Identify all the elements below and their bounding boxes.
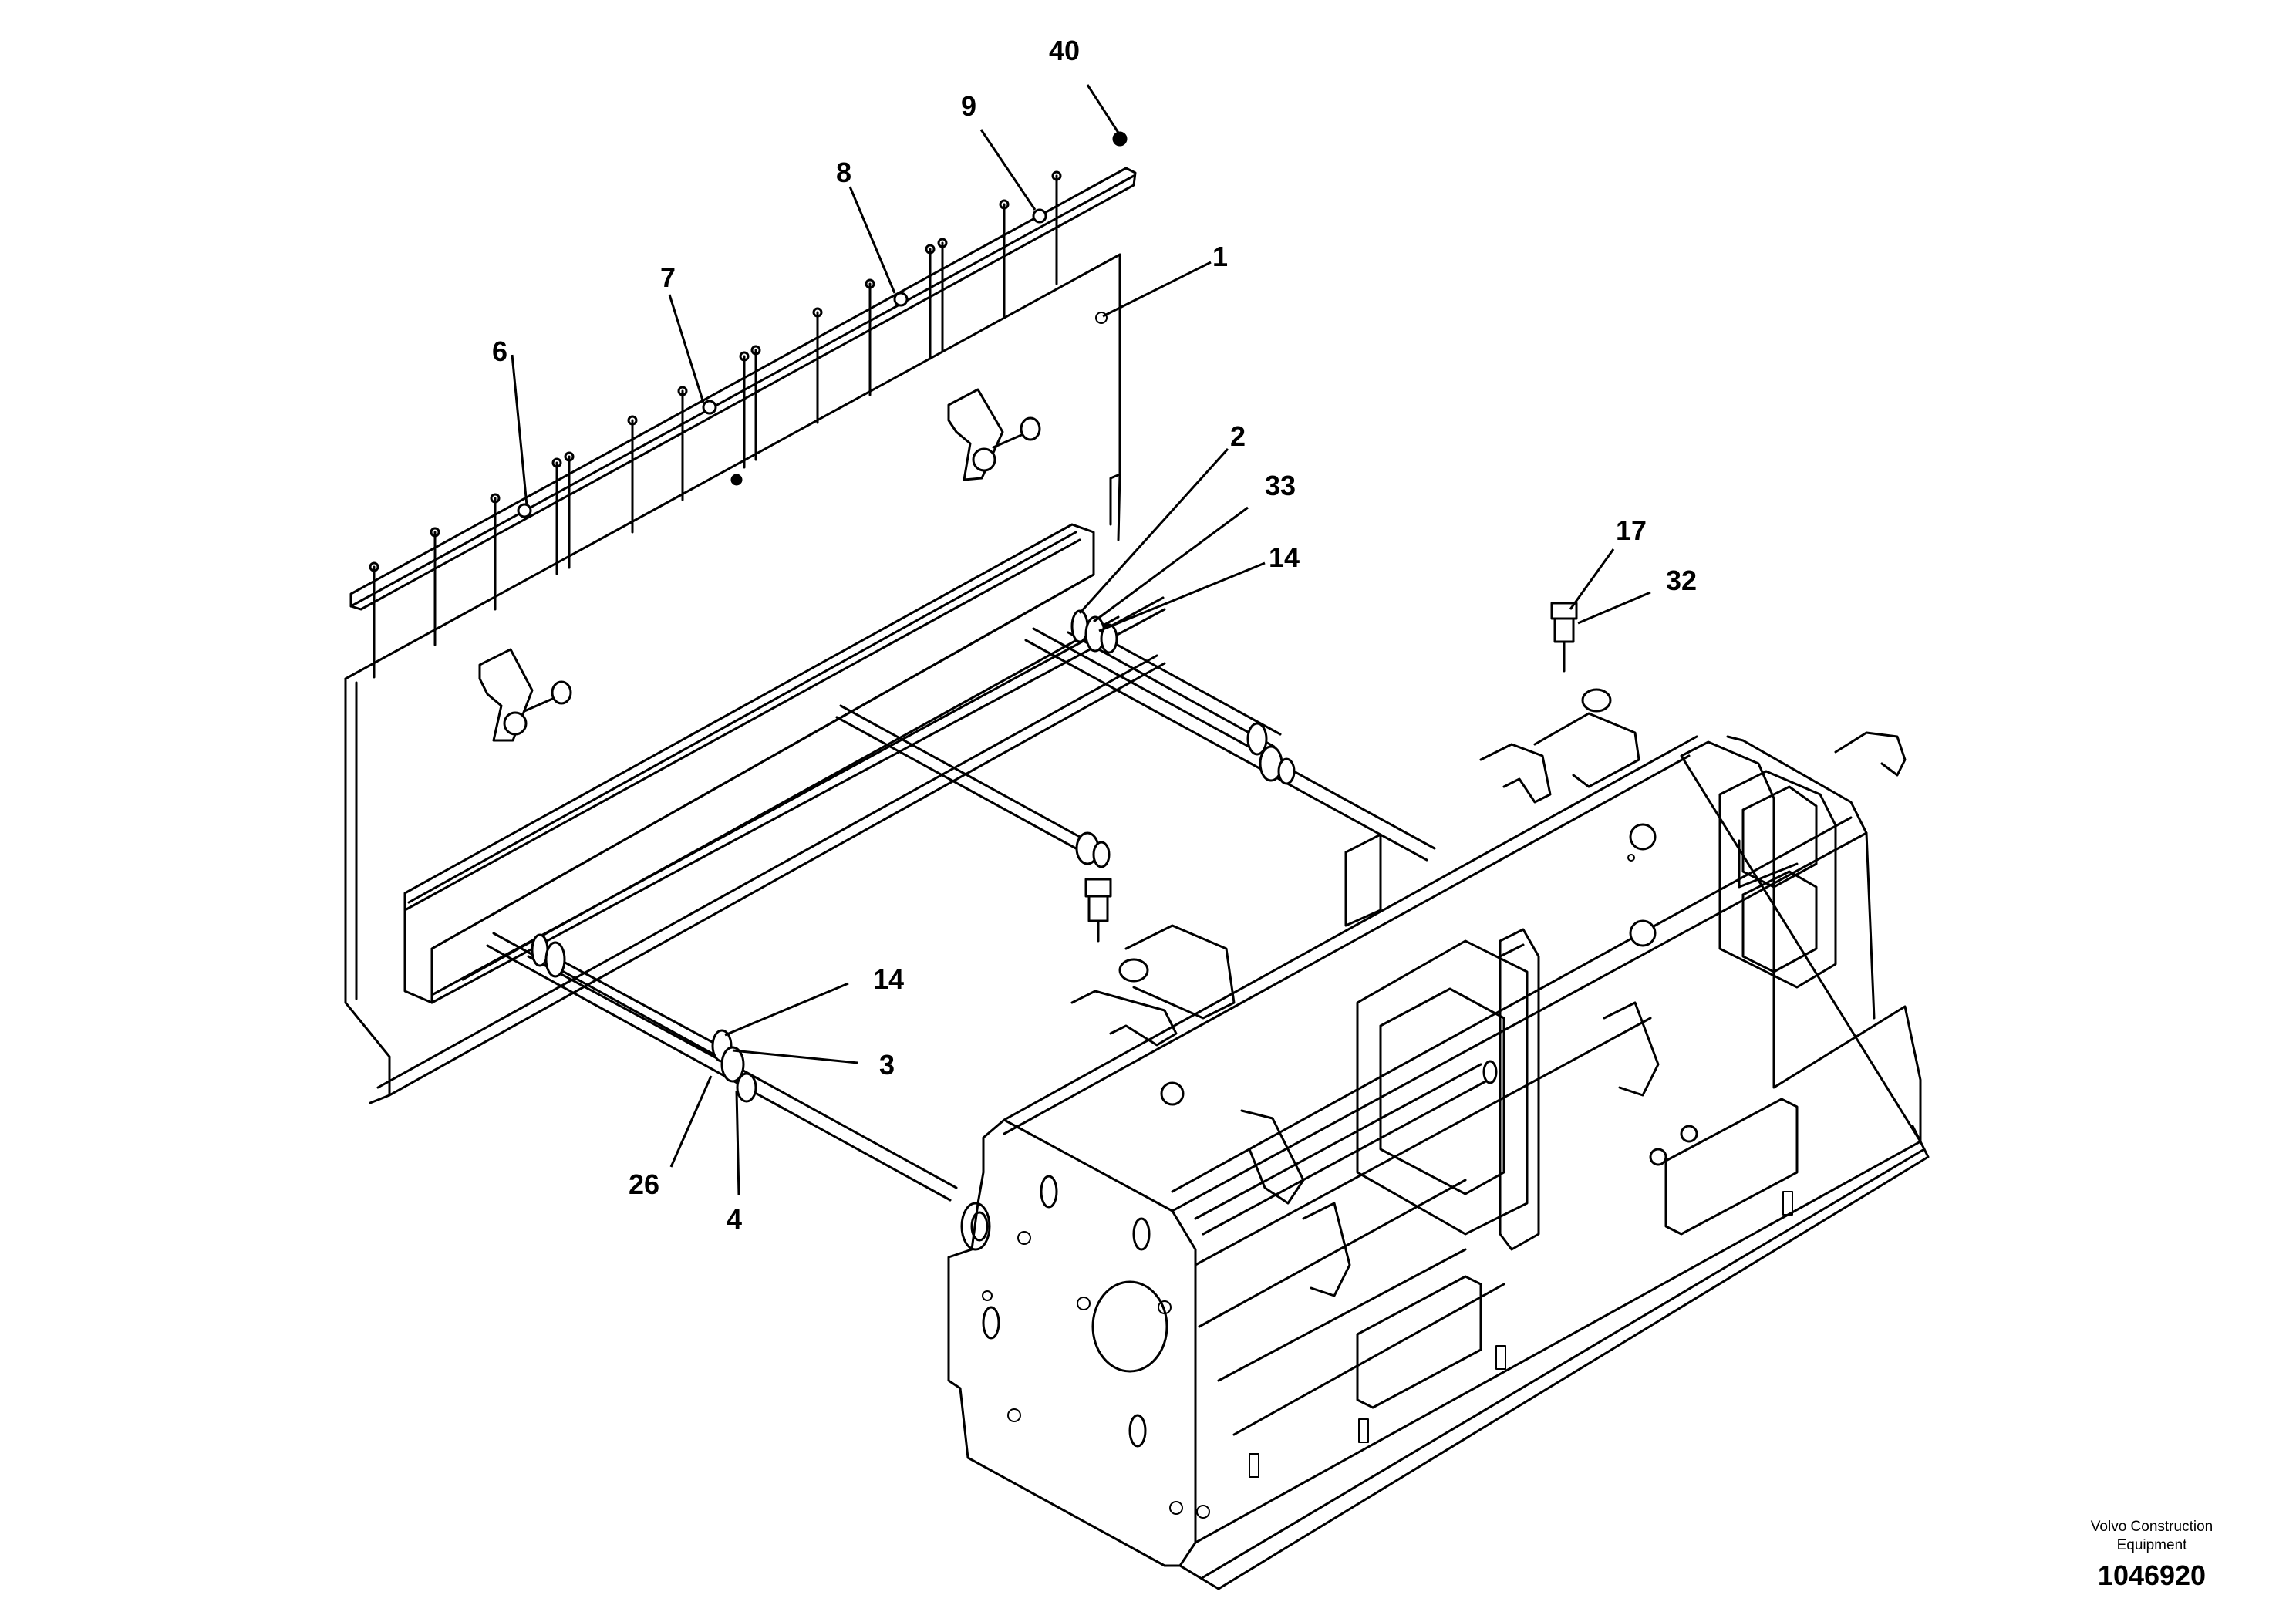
callout-4: 4 xyxy=(727,1203,742,1235)
strip-screws xyxy=(369,170,1062,679)
brand-line-1: Volvo Construction xyxy=(2090,1519,2213,1535)
drawing-number: 1046920 xyxy=(2097,1560,2207,1591)
callout-40: 40 xyxy=(1049,35,1080,66)
callout-14-upper: 14 xyxy=(1269,541,1300,573)
callout-33: 33 xyxy=(1265,470,1296,501)
callout-32: 32 xyxy=(1666,565,1697,596)
main-frame xyxy=(947,688,1930,1590)
callout-26: 26 xyxy=(629,1168,659,1200)
callout-6: 6 xyxy=(492,336,507,367)
callout-leaders xyxy=(511,84,1651,1196)
callout-labels: 1 2 3 4 6 7 8 9 14 14 17 26 32 33 40 xyxy=(492,35,1697,1235)
mounting-strip xyxy=(349,131,1137,679)
brand-line-2: Equipment xyxy=(2116,1537,2187,1553)
rod-fittings xyxy=(531,609,1296,1251)
callout-2: 2 xyxy=(1230,420,1246,452)
rear-panel xyxy=(344,253,1166,1104)
callout-9: 9 xyxy=(961,90,976,122)
callout-1: 1 xyxy=(1212,241,1228,272)
callout-8: 8 xyxy=(836,157,851,188)
callout-7: 7 xyxy=(660,261,676,293)
callout-17: 17 xyxy=(1616,514,1647,546)
cross-rail xyxy=(403,523,1166,1004)
callout-14-lower: 14 xyxy=(873,963,904,995)
callout-3: 3 xyxy=(879,1049,895,1081)
bolts xyxy=(1084,602,1578,943)
brand-label: Volvo Construction Equipment xyxy=(2082,1518,2221,1555)
